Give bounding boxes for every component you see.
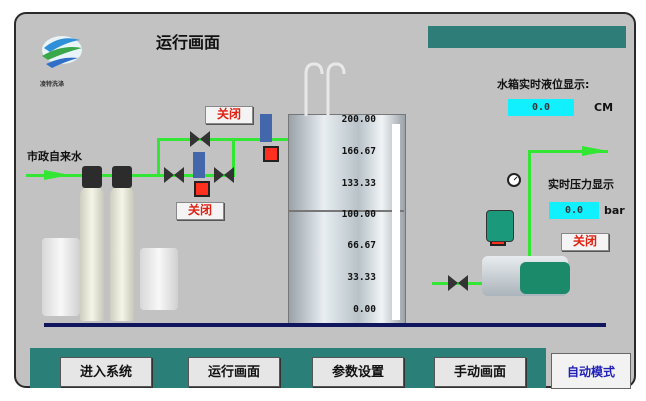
manual-button[interactable]: 手动画面 (434, 357, 526, 387)
pipe-bypass-riser (232, 138, 235, 177)
tank-seam (288, 210, 404, 212)
water-tank (288, 114, 406, 326)
tank-level-gauge (392, 124, 400, 320)
pipe-riser (157, 138, 160, 177)
ground-line (44, 323, 606, 327)
logo-text: 凌特洗涤 (40, 81, 65, 88)
status-indicator-icon (263, 146, 279, 162)
pipe-main-upper (157, 138, 295, 141)
enter-system-button[interactable]: 进入系统 (60, 357, 152, 387)
company-logo-icon (42, 36, 82, 68)
tank-level-title: 水箱实时液位显示: (497, 78, 590, 91)
pipe-pump-riser (528, 150, 531, 256)
status-indicator-icon (194, 181, 210, 197)
brine-tank (140, 248, 178, 310)
auto-mode-button[interactable]: 自动模式 (551, 353, 631, 389)
run-screen-button[interactable]: 运行画面 (188, 357, 280, 387)
tank-scale-tick: 200.00 (341, 114, 376, 125)
gate-valve-icon[interactable] (214, 167, 234, 183)
bypass-valve-status-button[interactable]: 关闭 (176, 202, 224, 220)
solenoid-valve-icon (260, 114, 272, 142)
pump-status-button[interactable]: 关闭 (561, 233, 609, 251)
header-bar (428, 26, 626, 48)
pressure-gauge-icon (507, 173, 521, 187)
tank-scale-tick: 166.67 (341, 146, 376, 157)
tank-scale-tick: 66.67 (347, 240, 376, 251)
inlet-label: 市政自来水 (27, 150, 82, 163)
softener-valve-head (112, 166, 132, 188)
softener-tank (110, 186, 134, 321)
pressure-tank (486, 210, 514, 242)
pressure-title: 实时压力显示 (548, 178, 614, 191)
inlet-valve-status-button[interactable]: 关闭 (205, 106, 253, 124)
flow-arrow-icon (44, 170, 70, 180)
softener-tank (80, 186, 104, 321)
pipe-outlet (432, 282, 484, 285)
tank-vent-pipe-icon (304, 62, 346, 116)
tank-scale-tick: 33.33 (347, 272, 376, 283)
tank-level-value: 0.0 (508, 99, 574, 116)
flow-arrow-icon (582, 146, 608, 156)
brine-tank (42, 238, 80, 316)
solenoid-valve-icon (193, 152, 205, 178)
tank-level-unit: CM (594, 101, 614, 114)
page-title: 运行画面 (156, 33, 221, 52)
outlet-valve-icon[interactable] (448, 275, 468, 291)
tank-scale-tick: 133.33 (341, 178, 376, 189)
pressure-value: 0.0 (549, 202, 599, 219)
tank-scale-tick: 0.00 (353, 304, 376, 315)
gate-valve-icon[interactable] (164, 167, 184, 183)
tank-scale-tick: 100.00 (341, 209, 376, 220)
pump-motor (520, 262, 570, 294)
pipe-supply (528, 150, 608, 153)
params-button[interactable]: 参数设置 (312, 357, 404, 387)
softener-valve-head (82, 166, 102, 188)
pressure-unit: bar (604, 204, 625, 217)
inlet-valve-icon[interactable] (190, 131, 210, 147)
